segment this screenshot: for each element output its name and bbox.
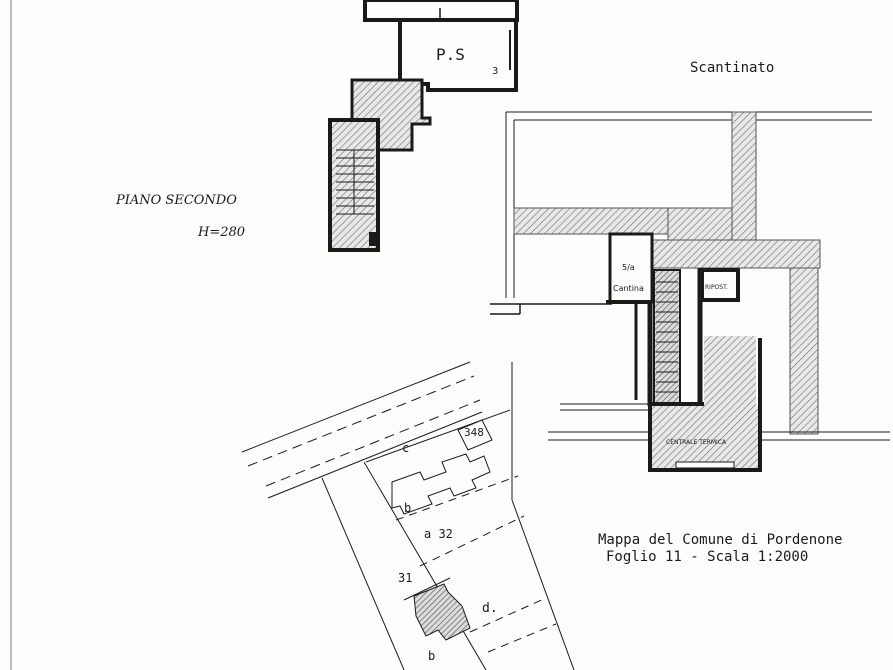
parcel-label-b-upper: b xyxy=(404,501,411,515)
second-floor-title: PIANO SECONDO xyxy=(115,193,237,208)
upper-floor-label: P.S xyxy=(436,45,465,64)
cellar-fraction: 5/a xyxy=(622,263,635,272)
parcel-label-348: 348 xyxy=(464,426,484,439)
closet-label: RIPOST. xyxy=(705,284,728,291)
basement-plan xyxy=(490,111,890,472)
map-caption-sheet-scale: Foglio 11 - Scala 1:2000 xyxy=(606,549,808,565)
parcel-label-c: c xyxy=(402,441,409,455)
boiler-room-label: CENTRALE TERMICA xyxy=(666,439,727,446)
parcel-label-b-lower: b xyxy=(428,649,435,663)
cellar-label: Cantina xyxy=(613,284,644,293)
second-floor-height: H=280 xyxy=(197,225,245,240)
map-caption-municipality: Mappa del Comune di Pordenone xyxy=(598,532,842,548)
room-number: 3 xyxy=(492,66,498,77)
parcel-label-a32: a 32 xyxy=(424,527,453,541)
cadastral-map xyxy=(241,361,575,670)
parcel-label-d: d. xyxy=(482,601,498,616)
upper-floor-plan xyxy=(328,0,519,252)
parcel-label-31: 31 xyxy=(398,571,412,585)
basement-title: Scantinato xyxy=(690,60,774,76)
